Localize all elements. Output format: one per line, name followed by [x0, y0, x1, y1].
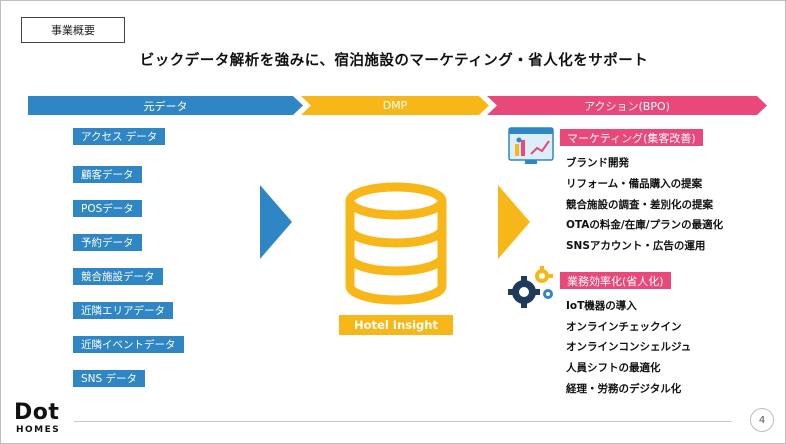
marketing-item: ブランド開発 — [566, 157, 629, 169]
marketing-item: OTAの料金/在庫/プランの最適化 — [566, 219, 724, 231]
efficiency-item: オンラインコンシェルジュ — [566, 341, 692, 353]
efficiency-item: オンラインチェックイン — [566, 321, 682, 333]
stage-action: アクション(BPO) — [487, 96, 767, 115]
marketing-item: SNSアカウント・広告の運用 — [566, 240, 706, 252]
slide-title: ビックデータ解析を強みに、宿泊施設のマーケティング・省人化をサポート — [139, 53, 649, 69]
stage-source-data: 元データ — [28, 96, 303, 115]
source-item-access: アクセス データ — [73, 128, 166, 145]
gears-icon — [508, 266, 553, 308]
logo-subtext: HOMES — [16, 425, 61, 435]
efficiency-item: 人員シフトの最適化 — [566, 362, 661, 374]
source-item-competitor: 競合施設データ — [73, 268, 163, 285]
section-tag: 事業概要 — [21, 17, 125, 43]
footer-divider — [74, 421, 732, 422]
flow-arrow-right — [498, 185, 530, 259]
stage-dmp: DMP — [301, 96, 489, 115]
source-item-pos: POSデータ — [73, 200, 142, 217]
database-icon — [345, 182, 447, 305]
marketing-item: リフォーム・備品購入の提案 — [566, 178, 703, 190]
source-item-reservation: 予約データ — [73, 234, 142, 251]
source-item-area: 近隣エリアデータ — [73, 302, 173, 319]
source-item-sns: SNS データ — [73, 370, 146, 387]
dmp-label: Hotel Insight — [339, 315, 453, 335]
marketing-item: 競合施設の調査・差別化の提案 — [566, 199, 713, 211]
efficiency-item: IoT機器の導入 — [566, 300, 637, 312]
logo-text: Dot — [14, 400, 60, 425]
efficiency-group-title: 業務効率化(省人化) — [560, 272, 671, 289]
flow-arrow-left — [260, 185, 292, 259]
source-item-customer: 顧客データ — [73, 166, 142, 183]
marketing-group-title: マーケティング(集客改善) — [560, 129, 703, 146]
efficiency-item: 経理・労務のデジタル化 — [566, 383, 682, 395]
source-item-event: 近隣イベントデータ — [73, 336, 184, 353]
page-number: 4 — [750, 408, 774, 432]
analytics-icon — [508, 127, 554, 164]
